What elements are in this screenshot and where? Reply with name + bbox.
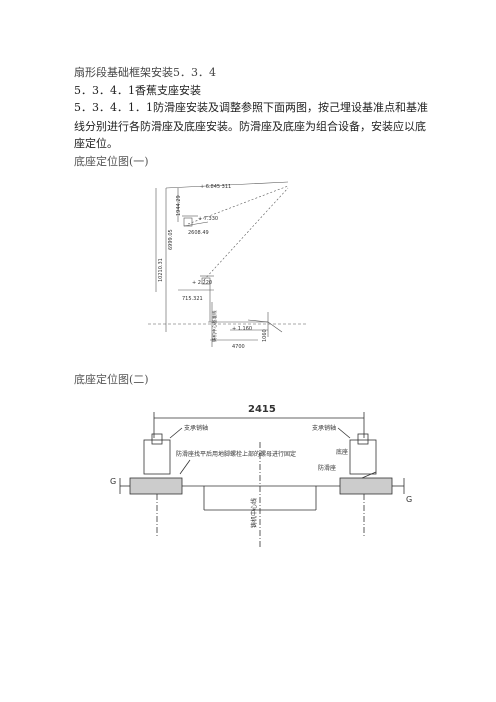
fig1-label-1944: 1944.29 [176, 195, 182, 216]
fig2-base-label: 底座 [336, 448, 348, 456]
paragraph-line-2: 线分别进行各防滑座及底座安装。防滑座及底座为组合设备，安装应以底 [74, 120, 426, 133]
fig2-center-line-label: 铸机中心线 [250, 498, 258, 528]
fig1-label-10210: 10210.31 [158, 258, 164, 282]
fig1-label-715: 715.321 [182, 296, 203, 302]
fig2-width-dim: 2415 [248, 404, 276, 415]
fig2-support-pin-left: 支承销轴 [184, 424, 208, 432]
figure-caption-2: 底座定位图(二) [74, 373, 149, 386]
fig2-g-left: G [110, 477, 116, 486]
fig1-label-1160: + 1.160 [232, 326, 252, 332]
fig2-g-right: G [406, 495, 412, 504]
paragraph-line-1: 5．3．4．1．1防滑座安装及调整参照下面两图，按己埋设基准点和基准 [74, 101, 428, 114]
fig1-axis-label: 铸机中心基准线 [211, 310, 218, 342]
fig2-support-pin-right: 支承销轴 [312, 424, 336, 432]
figure-caption-1: 底座定位图(一) [74, 155, 149, 168]
fig2-anti-slip-label: 防滑座 [318, 464, 336, 472]
paragraph-line-3: 座定位。 [74, 137, 118, 150]
base-positioning-diagram-1: + 6.845 311 1944.29 + 7.330 2608.49 6999… [148, 181, 308, 350]
fig1-label-2608: 2608.49 [188, 230, 209, 236]
section-heading: 扇形段基础框架安装5．3．4 [74, 66, 216, 79]
fig1-label-1060: 1060 [262, 329, 268, 342]
fig1-label-7330: + 7.330 [198, 216, 218, 222]
fig1-label-4700: 4700 [232, 344, 245, 350]
fig2-note: 防滑座找平后用地脚螺栓上部的螺母进行固定 [176, 450, 296, 458]
fig1-label-6999: 6999.05 [168, 229, 174, 250]
fig1-label-top-elev: + 6.845 311 [200, 184, 231, 190]
fig1-label-2220: + 2.220 [192, 280, 212, 286]
base-positioning-diagram-2: 2415 支承销轴 支承销轴 防滑座找平后用地脚螺栓上部的螺母进行固定 底座 防… [110, 404, 412, 548]
subsection-heading: 5．3．4．1香蕉支座安装 [74, 84, 201, 97]
